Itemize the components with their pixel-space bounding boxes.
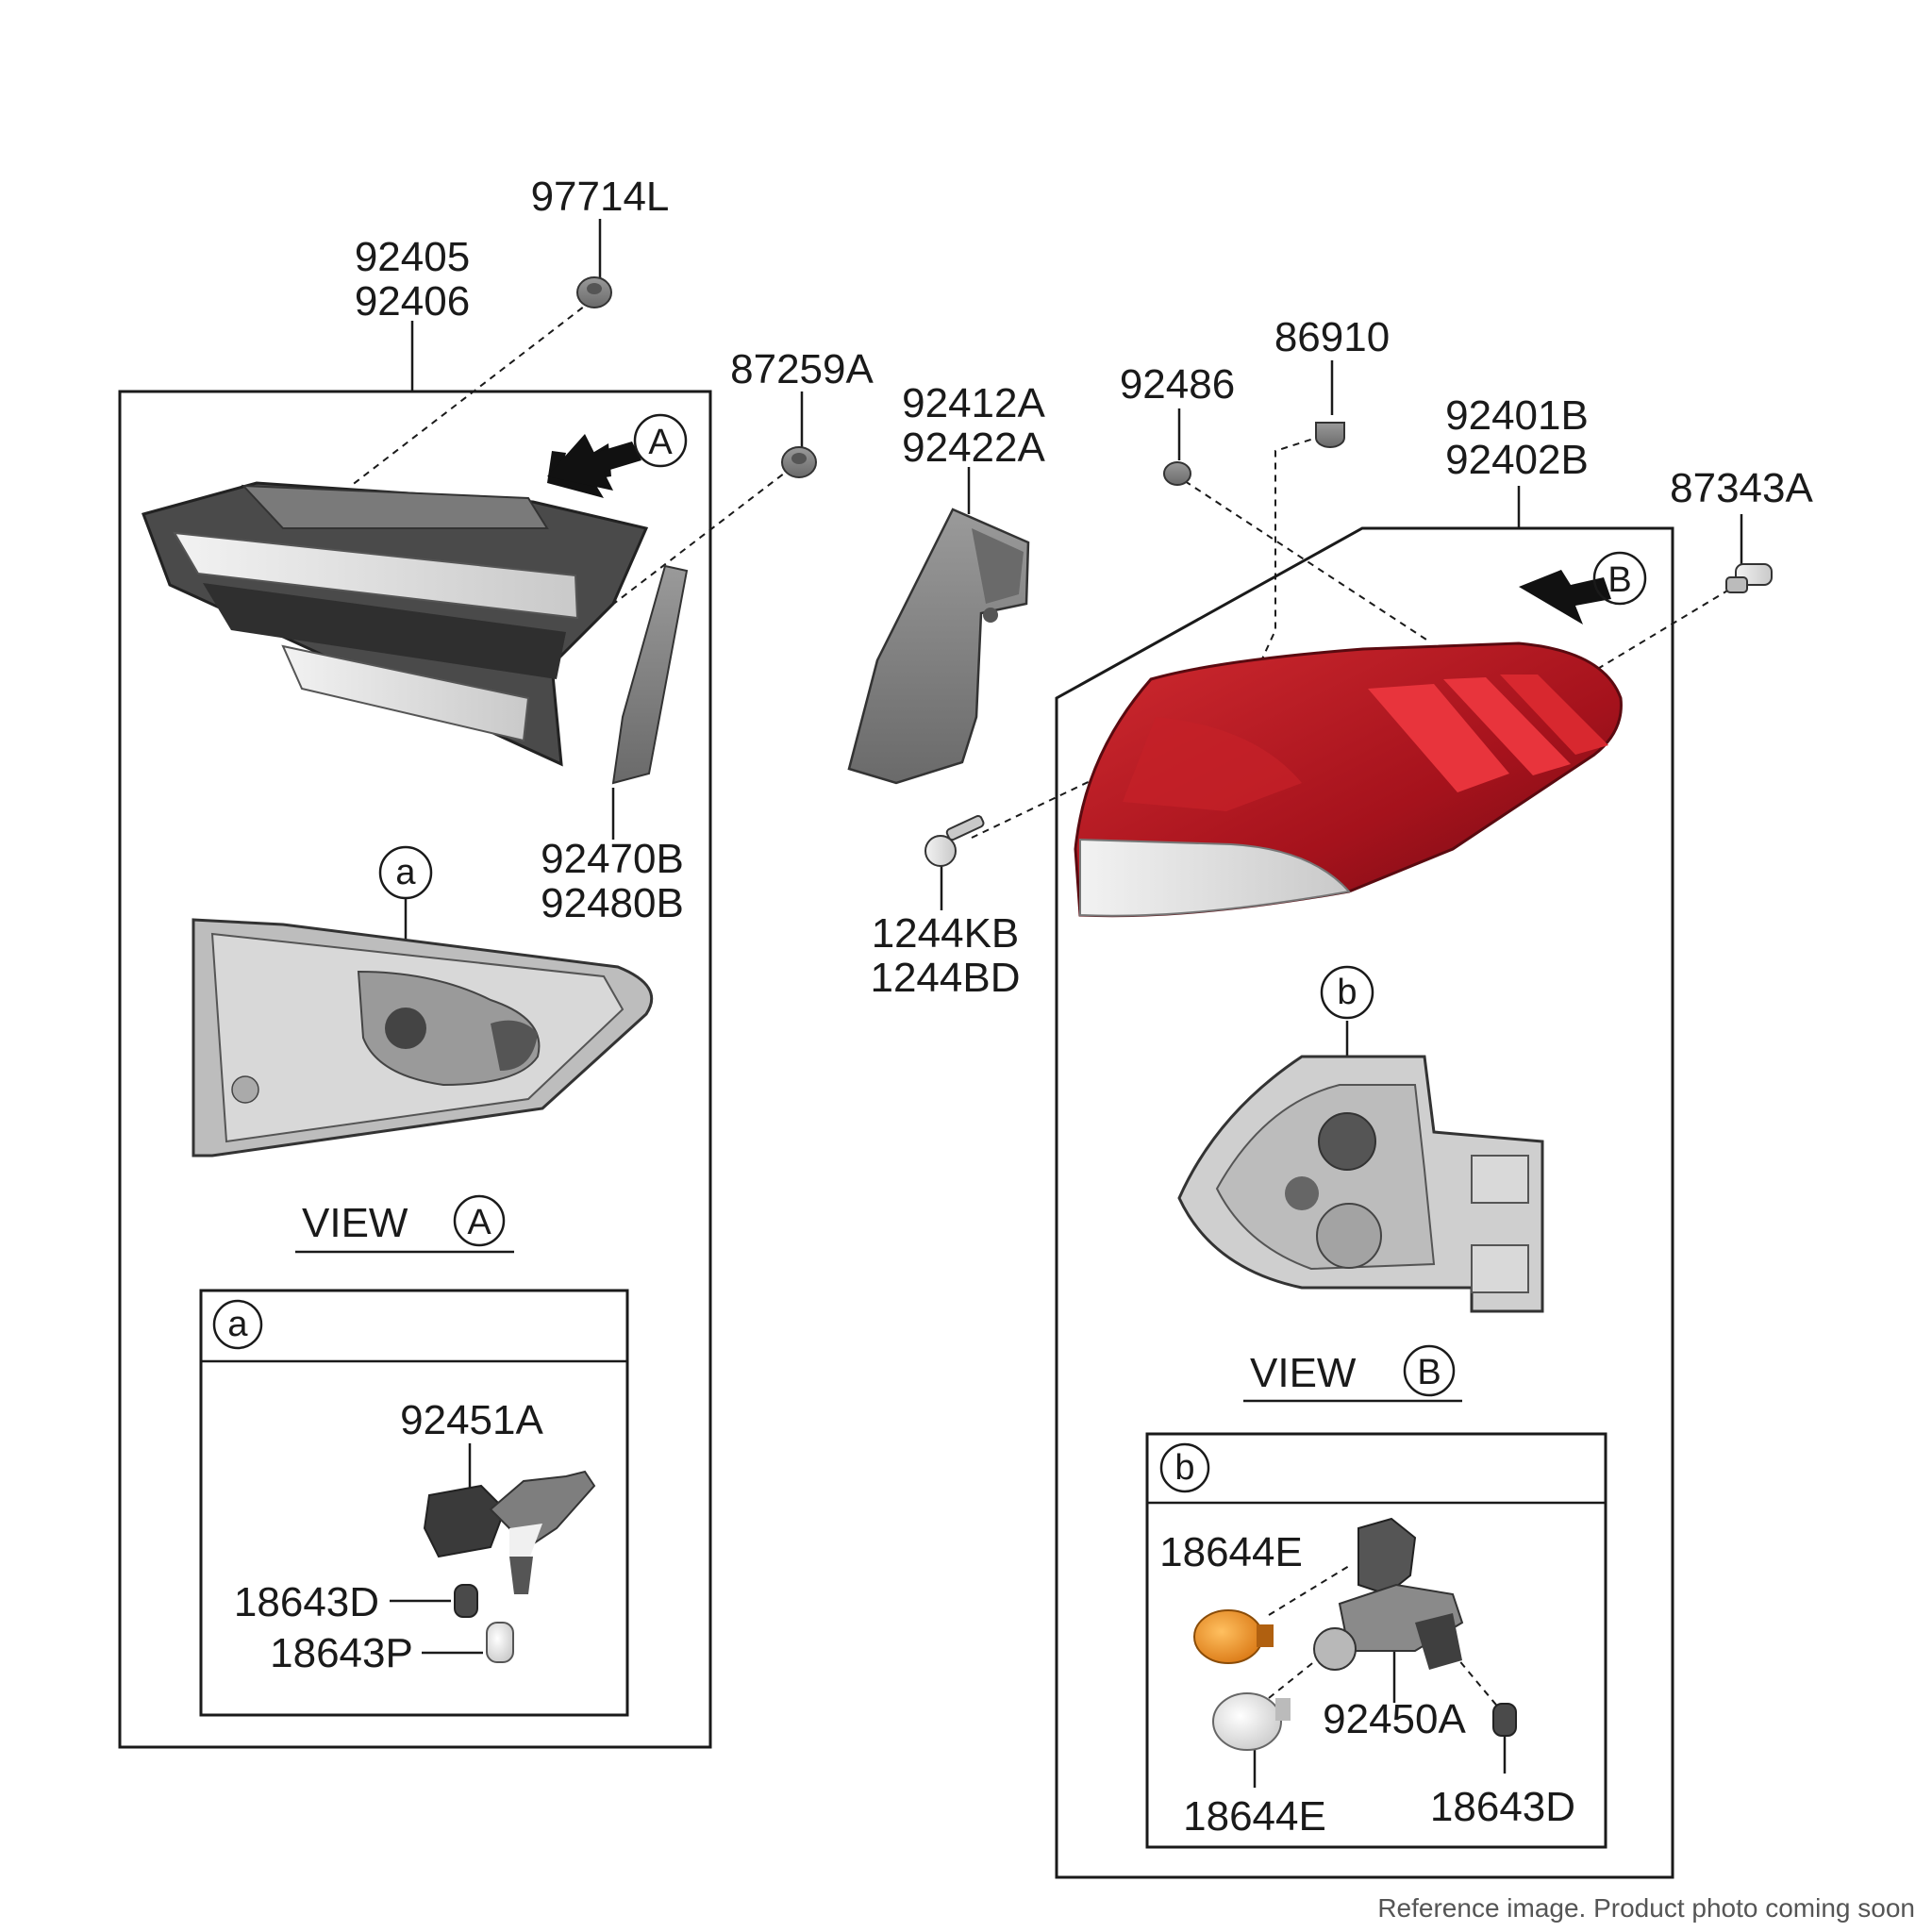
label-18644E-bottom: 18644E — [1183, 1793, 1326, 1840]
label-87343A: 87343A — [1670, 465, 1813, 511]
label-87259A: 87259A — [730, 346, 874, 392]
label-92406: 92406 — [355, 278, 470, 325]
inner-lamp-92405-illustration — [142, 481, 649, 767]
view-b-word: VIEW — [1250, 1350, 1357, 1396]
bulb-18644E-top-illustration — [1193, 1609, 1274, 1664]
left-assembly-frame — [118, 390, 712, 1749]
footer-note: Reference image. Product photo coming so… — [1377, 1893, 1915, 1923]
screw-87343A-illustration — [1725, 563, 1773, 593]
dash-18644E-top — [1268, 1565, 1350, 1616]
label-1244KB: 1244KB — [872, 910, 1020, 957]
nut-87259A-illustration — [781, 446, 817, 478]
callout-arrow-a-letter: A — [648, 423, 673, 462]
view-a-rear-illustration — [192, 918, 654, 1158]
label-18643P: 18643P — [270, 1630, 413, 1676]
screw-1244KB-illustration — [924, 814, 985, 867]
socket-92450A-illustration — [1313, 1517, 1464, 1671]
callout-detail-b-letter: b — [1337, 973, 1357, 1012]
gasket-92470B-illustration — [611, 564, 689, 785]
view-a-caption: VIEW A — [295, 1194, 514, 1254]
outer-lamp-92401B-illustration — [1074, 641, 1623, 918]
dash-87343A — [1576, 589, 1730, 682]
label-92451A: 92451A — [400, 1397, 543, 1443]
callout-box-b-letter: b — [1174, 1448, 1194, 1488]
view-a-word: VIEW — [302, 1200, 408, 1246]
socket-92451A-illustration — [423, 1470, 596, 1594]
bracket-92412A-illustration — [847, 508, 1030, 785]
label-92450A: 92450A — [1323, 1696, 1466, 1742]
dash-18643D-b — [1452, 1652, 1501, 1710]
direction-arrow-a-icon — [547, 434, 641, 498]
nut-97714L-illustration — [576, 276, 612, 308]
dash-86910 — [1252, 435, 1324, 680]
bulb-18643D-b-illustration — [1492, 1703, 1517, 1737]
view-b-rear-illustration — [1177, 1055, 1544, 1313]
direction-arrow-b-icon — [1519, 570, 1611, 625]
label-92412A: 92412A — [902, 380, 1045, 426]
label-92480B: 92480B — [541, 880, 684, 926]
view-a-letter: A — [467, 1203, 491, 1242]
callout-box-b: b — [1159, 1442, 1210, 1493]
callout-box-a-letter: a — [227, 1305, 248, 1344]
grommet-86910-illustration — [1315, 422, 1345, 448]
callout-arrow-b: B — [1592, 551, 1647, 606]
label-92486: 92486 — [1120, 361, 1235, 408]
callout-box-a: a — [212, 1299, 263, 1350]
callout-arrow-a: A — [633, 413, 688, 468]
label-86910: 86910 — [1274, 314, 1390, 360]
bulb-18644E-bottom-illustration — [1212, 1692, 1291, 1751]
label-97714L: 97714L — [531, 174, 670, 220]
detail-box-b — [1145, 1432, 1607, 1849]
view-b-caption: VIEW B — [1243, 1344, 1462, 1403]
callout-arrow-b-letter: B — [1607, 560, 1631, 600]
label-92422A: 92422A — [902, 425, 1045, 471]
label-92401B: 92401B — [1445, 392, 1589, 439]
callout-detail-a: a — [378, 845, 433, 900]
label-92402B: 92402B — [1445, 437, 1589, 483]
label-1244BD: 1244BD — [870, 955, 1020, 1001]
view-b-letter: B — [1417, 1353, 1441, 1392]
callout-detail-b: b — [1320, 965, 1374, 1020]
detail-box-a — [199, 1289, 629, 1717]
label-92405: 92405 — [355, 234, 470, 280]
right-assembly-frame — [1055, 526, 1674, 1879]
label-18644E-top: 18644E — [1159, 1529, 1303, 1575]
dash-97714L — [350, 299, 593, 487]
bulb-18643P-illustration — [486, 1622, 514, 1663]
clip-92486-illustration — [1163, 461, 1191, 486]
label-18643D-a: 18643D — [234, 1579, 379, 1625]
bulb-18643D-a-illustration — [454, 1584, 478, 1618]
callout-detail-a-letter: a — [395, 853, 416, 892]
dash-87259A — [603, 466, 793, 612]
label-92470B: 92470B — [541, 836, 684, 882]
label-18643D-b: 18643D — [1430, 1784, 1575, 1830]
